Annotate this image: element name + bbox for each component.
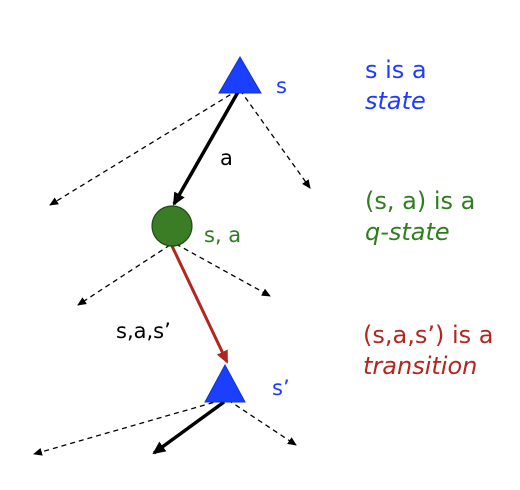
action-arrow <box>172 91 240 206</box>
transition-caption-term: transition <box>363 352 478 380</box>
dashed-branch-bottom-left <box>33 399 223 456</box>
state-bottom-label: s’ <box>272 376 290 400</box>
state-caption: s is a state <box>365 55 427 117</box>
dashed-branch-qstate-left <box>77 244 171 306</box>
qstate-circle <box>151 205 193 247</box>
transition-arrow <box>170 245 229 364</box>
transition-caption-head: (s,a,s’) is a <box>363 321 494 349</box>
state-triangle-bottom <box>204 363 246 403</box>
dashed-branch-top-left <box>49 89 239 206</box>
transition-label: s,a,s’ <box>116 319 171 343</box>
dashed-branch-bottom-right <box>227 399 297 446</box>
qstate-caption-head: (s, a) is a <box>365 187 476 215</box>
state-caption-term: state <box>365 87 426 115</box>
dashed-branch-qstate-right <box>175 243 271 297</box>
qstate-label: s, a <box>204 223 241 247</box>
state-triangle-top <box>218 56 262 94</box>
solid-branch-bottom <box>152 400 226 455</box>
dashed-branch-top-right <box>239 89 311 189</box>
qstate-caption: (s, a) is a q-state <box>365 186 475 248</box>
action-label: a <box>220 146 233 170</box>
transition-caption: (s,a,s’) is a transition <box>363 320 493 382</box>
qstate-caption-term: q-state <box>365 218 450 246</box>
state-caption-head: s is a <box>365 56 427 84</box>
state-top-label: s <box>276 74 287 98</box>
